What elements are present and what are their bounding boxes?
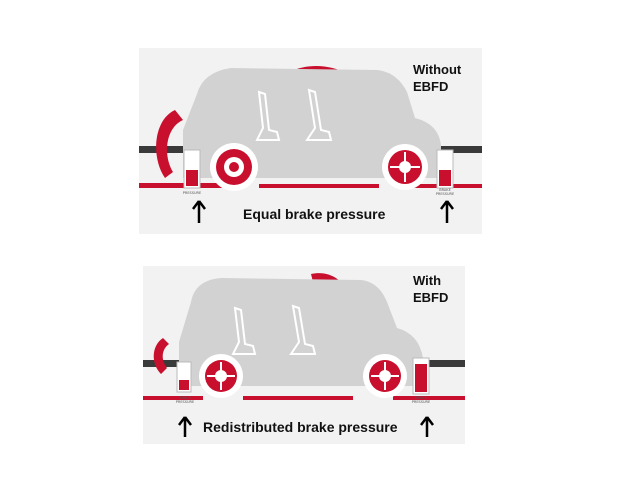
- caption-redistributed-pressure: Redistributed brake pressure: [203, 419, 398, 435]
- right-gauge-label: brake pressure: [435, 188, 455, 196]
- car-silhouette-icon: [179, 278, 423, 386]
- front-wheel-icon: [199, 354, 243, 398]
- up-arrow-icon: [440, 200, 454, 223]
- motion-arc-icon: [153, 338, 169, 374]
- heading-with-ebfd: With EBFD: [413, 272, 448, 306]
- car-illustration-without-ebfd: [139, 65, 482, 191]
- heading-line1: Without: [413, 62, 462, 77]
- ground-line-center: [243, 396, 353, 400]
- up-arrow-icon: [420, 416, 434, 437]
- caption-equal-pressure: Equal brake pressure: [243, 206, 386, 222]
- seat-outline: [305, 88, 333, 141]
- brake-pressure-gauge-icon: [176, 361, 192, 393]
- heading-line1: With: [413, 273, 442, 288]
- ground-line-left: [143, 396, 203, 400]
- seat-outline: [289, 304, 317, 355]
- ground-line-right: [393, 396, 465, 400]
- seat-outline: [231, 306, 257, 355]
- diagram-with-ebfd: With EBFD brake pressure brake pressure …: [143, 266, 465, 444]
- ground-line-center: [259, 184, 379, 188]
- brake-pressure-gauge-icon: [183, 149, 201, 189]
- brake-pressure-gauge-icon: [436, 149, 454, 189]
- diagram-without-ebfd: Without EBFD pressure brake pressure Equ…: [139, 48, 482, 234]
- up-arrow-icon: [178, 416, 192, 437]
- left-gauge-label: pressure: [182, 191, 202, 195]
- seat-outline: [255, 90, 281, 141]
- heading-line2: EBFD: [413, 79, 449, 94]
- left-gauge-label: brake pressure: [175, 396, 195, 404]
- car-illustration-with-ebfd: [143, 273, 465, 400]
- rear-wheel-icon: [382, 144, 428, 190]
- rear-wheel-icon: [363, 354, 407, 398]
- front-wheel-icon: [210, 143, 258, 191]
- heading-line2: EBFD: [413, 290, 449, 305]
- right-gauge-label: brake pressure: [411, 396, 431, 404]
- heading-without-ebfd: Without EBFD: [413, 61, 461, 95]
- up-arrow-icon: [192, 200, 206, 223]
- brake-pressure-gauge-icon: [412, 357, 430, 395]
- motion-arc-icon: [156, 110, 183, 178]
